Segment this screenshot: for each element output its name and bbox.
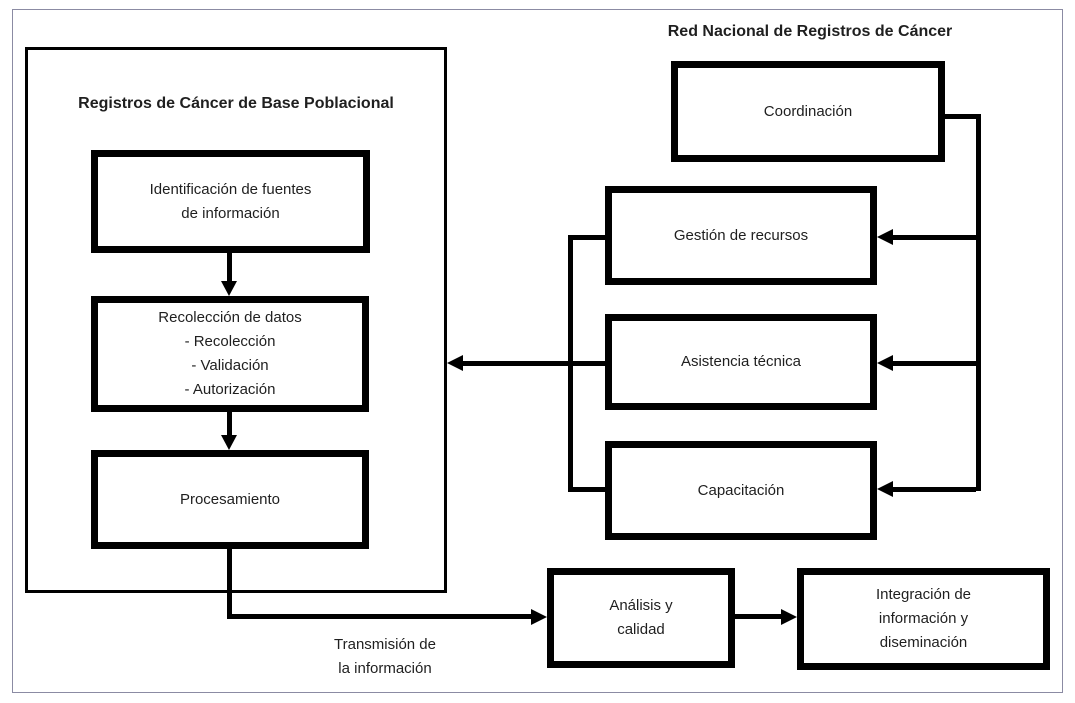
edge-trunk-asistencia [893, 361, 976, 366]
node-asistencia-label: Asistencia técnica [680, 353, 802, 370]
arrowhead-left-gestion [877, 229, 893, 245]
edge-red-to-registros [463, 361, 605, 366]
node-integracion-label: Integración de información y diseminació… [875, 586, 972, 651]
node-identificacion: Identificación de fuentes de información [91, 150, 370, 253]
edge-transmision-horizontal [227, 614, 531, 619]
node-procesamiento: Procesamiento [91, 450, 369, 549]
node-procesamiento-label: Procesamiento [179, 490, 281, 508]
edge-procesamiento-down [227, 549, 232, 619]
arrowhead-right-analisis [531, 609, 547, 625]
node-recoleccion-label: Recolección de datos - Recolección - Val… [158, 309, 302, 398]
arrowhead-left-registros [447, 355, 463, 371]
node-analisis: Análisis y calidad [547, 568, 735, 668]
node-analisis-label: Análisis y calidad [609, 597, 673, 638]
outer-frame [12, 9, 1063, 693]
node-capacitacion: Capacitación [605, 441, 877, 540]
node-coordinacion-label: Coordinación [763, 102, 853, 120]
registros-container [25, 47, 447, 593]
left-bracket-bottom [568, 487, 605, 492]
right-vertical-trunk [976, 114, 981, 491]
node-identificacion-label: Identificación de fuentes de información [149, 180, 312, 222]
edge-trunk-gestion [893, 235, 976, 240]
node-gestion: Gestión de recursos [605, 186, 877, 285]
node-asistencia: Asistencia técnica [605, 314, 877, 410]
left-bracket-top [568, 235, 605, 240]
edge-recoleccion-procesamiento [227, 412, 232, 435]
right-group-title: Red Nacional de Registros de Cáncer [667, 23, 953, 40]
edge-analisis-integracion [735, 614, 781, 619]
edge-identificacion-recoleccion [227, 253, 232, 281]
arrowhead-right-integracion [781, 609, 797, 625]
arrowhead-down-procesamiento [221, 435, 237, 450]
arrowhead-left-capacitacion [877, 481, 893, 497]
left-group-title: Registros de Cáncer de Base Poblacional [78, 95, 394, 112]
arrowhead-left-asistencia [877, 355, 893, 371]
arrowhead-down-recoleccion [221, 281, 237, 296]
edge-trunk-capacitacion [893, 487, 976, 492]
transmision-label: Transmisión de la información [334, 636, 436, 677]
node-coordinacion: Coordinación [671, 61, 945, 162]
node-capacitacion-label: Capacitación [697, 481, 785, 499]
node-recoleccion: Recolección de datos - Recolección - Val… [91, 296, 369, 412]
node-gestion-label: Gestión de recursos [673, 226, 809, 244]
edge-coordinacion-out [945, 114, 979, 119]
node-integracion: Integración de información y diseminació… [797, 568, 1050, 670]
